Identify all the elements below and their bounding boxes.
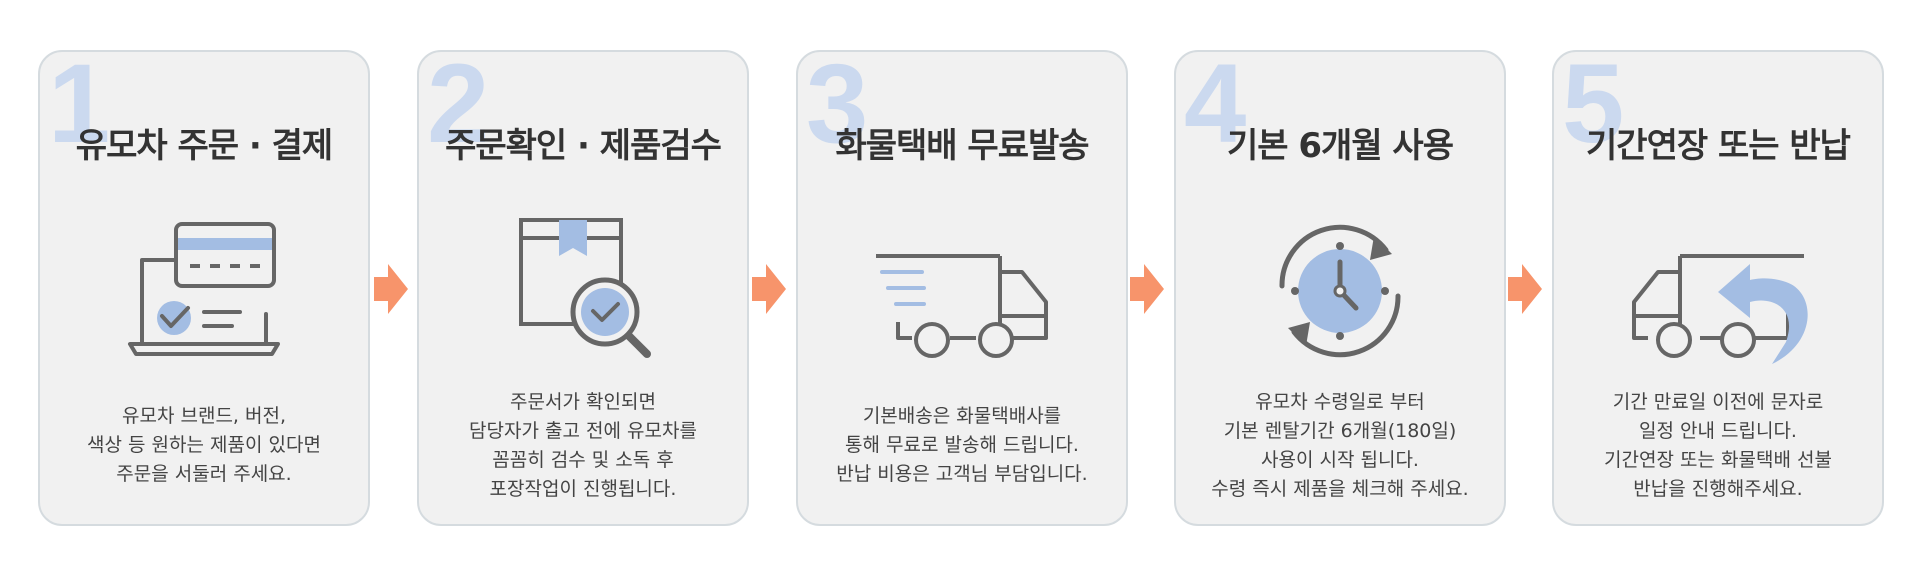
step-card-3: 3 화물택배 무료발송 기본배송은 화물택배사를 통해 무료로 발송해 드립니다…: [796, 50, 1128, 526]
step-title: 화물택배 무료발송: [835, 126, 1089, 166]
box-inspect-icon: [503, 216, 663, 370]
step-title: 유모차 주문 · 결제: [75, 126, 333, 166]
desc-line: 주문을 서둘러 주세요.: [116, 463, 292, 485]
desc-line: 담당자가 출고 전에 유모차를: [469, 420, 697, 442]
desc-line: 사용이 시작 됩니다.: [1261, 449, 1419, 471]
step-number: 1: [48, 50, 111, 166]
desc-line: 색상 등 원하는 제품이 있다면: [87, 434, 321, 456]
step-title: 기본 6개월 사용: [1226, 126, 1454, 166]
step-number: 4: [1184, 50, 1247, 166]
desc-line: 기본배송은 화물택배사를: [862, 405, 1062, 427]
desc-line: 유모차 브랜드, 버전,: [122, 405, 286, 427]
step-card-4: 4 기본 6개월 사용 유모차 수령일로 부터 기본 렌탈기간 6개월(180일…: [1174, 50, 1506, 526]
arrow-right-icon: [752, 264, 786, 318]
desc-line: 기본 렌탈기간 6개월(180일): [1223, 420, 1457, 442]
desc-line: 수령 즉시 제품을 체크해 주세요.: [1211, 478, 1469, 500]
step-card-5: 5 기간연장 또는 반납 기간 만료일 이전에 문자로 일정 안내 드립니다. …: [1552, 50, 1884, 526]
step-description: 기본배송은 화물택배사를 통해 무료로 발송해 드립니다. 반납 비용은 고객님…: [798, 402, 1126, 489]
desc-line: 통해 무료로 발송해 드립니다.: [845, 434, 1079, 456]
desc-line: 일정 안내 드립니다.: [1639, 420, 1797, 442]
clock-cycle-icon: [1260, 216, 1420, 370]
step-number: 2: [427, 50, 490, 166]
step-description: 주문서가 확인되면 담당자가 출고 전에 유모차를 꼼꼼히 검수 및 소독 후 …: [419, 388, 747, 504]
arrow-right-icon: [1130, 264, 1164, 318]
step-description: 기간 만료일 이전에 문자로 일정 안내 드립니다. 기간연장 또는 화물택배 …: [1554, 388, 1882, 504]
desc-line: 기간연장 또는 화물택배 선불: [1604, 449, 1832, 471]
step-description: 유모차 브랜드, 버전, 색상 등 원하는 제품이 있다면 주문을 서둘러 주세…: [40, 402, 368, 489]
laptop-payment-icon: [124, 216, 284, 370]
step-title: 기간연장 또는 반납: [1586, 126, 1851, 166]
arrow-right-icon: [374, 264, 408, 318]
desc-line: 기간 만료일 이전에 문자로: [1612, 391, 1824, 413]
desc-line: 꼼꼼히 검수 및 소독 후: [492, 449, 674, 471]
step-title: 주문확인 · 제품검수: [445, 126, 722, 166]
desc-line: 반납을 진행해주세요.: [1633, 478, 1803, 500]
step-number: 5: [1562, 50, 1625, 166]
desc-line: 반납 비용은 고객님 부담입니다.: [836, 463, 1088, 485]
delivery-truck-icon: [862, 216, 1062, 370]
desc-line: 유모차 수령일로 부터: [1255, 391, 1425, 413]
desc-line: 포장작업이 진행됩니다.: [489, 478, 677, 500]
arrow-right-icon: [1508, 264, 1542, 318]
return-truck-icon: [1618, 216, 1818, 370]
step-number: 3: [806, 50, 869, 166]
step-card-2: 2 주문확인 · 제품검수 주문서가 확인되면 담당자가 출고 전에 유모차를 …: [417, 50, 749, 526]
desc-line: 주문서가 확인되면: [510, 391, 656, 413]
step-card-1: 1 유모차 주문 · 결제 유모차 브랜드, 버전, 색상 등 원하는 제품이 …: [38, 50, 370, 526]
step-description: 유모차 수령일로 부터 기본 렌탈기간 6개월(180일) 사용이 시작 됩니다…: [1176, 388, 1504, 504]
